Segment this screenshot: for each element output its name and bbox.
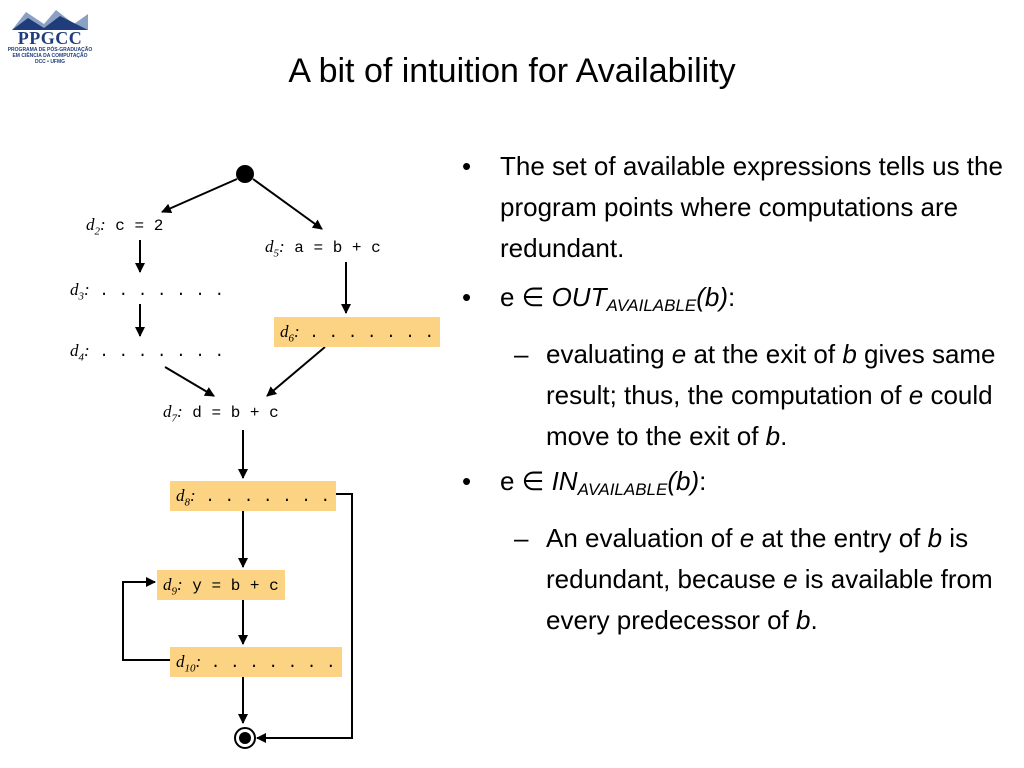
bullet-2-sub: – evaluating e at the exit of b gives sa…: [462, 334, 1018, 457]
node-d8-code: . . . . . . .: [205, 488, 331, 506]
node-d3: d3: . . . . . . .: [70, 280, 225, 303]
slide-title: A bit of intuition for Availability: [288, 52, 736, 90]
edge-d10-d9-loop: [122, 577, 170, 661]
edge-d4-d7: [164, 366, 215, 397]
dash-mark: –: [514, 339, 529, 369]
edge-d8-exit: [256, 493, 353, 743]
logo-line-2: EM CIÊNCIA DA COMPUTAÇÃO: [12, 53, 88, 59]
entry-node-icon: [236, 165, 254, 183]
node-d6: d6: . . . . . . .: [274, 317, 441, 347]
node-d7-code: d = b + c: [192, 404, 279, 422]
node-d7: d7: d = b + c: [163, 402, 279, 425]
edge-entry-d5: [252, 178, 323, 230]
logo-line-3: DCC • UFMG: [34, 59, 66, 65]
node-d9-code: y = b + c: [192, 577, 279, 595]
dash-mark: –: [514, 523, 529, 553]
bullet-3: • e ∈ INAVAILABLE(b):: [462, 461, 1018, 510]
node-d4-code: . . . . . . .: [99, 343, 225, 361]
ppgcc-logo: PPGCC PROGRAMA DE PÓS-GRADUAÇÃO EM CIÊNC…: [4, 6, 96, 66]
node-d4: d4: . . . . . . .: [70, 341, 225, 364]
bullet-mark: •: [462, 282, 472, 312]
node-d2-code: c = 2: [115, 217, 164, 235]
bullet-1-text: The set of available expressions tells u…: [500, 151, 1003, 263]
edge-entry-d2: [161, 178, 238, 213]
node-d9: d9: y = b + c: [157, 570, 285, 600]
node-d6-code: . . . . . . .: [309, 324, 435, 342]
bullet-mark: •: [462, 466, 472, 496]
logo-emblem-icon: [12, 10, 88, 30]
node-d10-code: . . . . . . .: [210, 654, 336, 672]
node-d2: d2: c = 2: [86, 215, 164, 238]
exit-node-icon: [234, 727, 256, 749]
node-d5-code: a = b + c: [294, 239, 381, 257]
edge-d6-d7: [266, 346, 326, 397]
node-d10: d10: . . . . . . .: [170, 647, 342, 677]
bullet-3-sub: – An evaluation of e at the entry of b i…: [462, 518, 1018, 641]
bullet-2: • e ∈ OUTAVAILABLE(b):: [462, 277, 1018, 326]
bullet-list: • The set of available expressions tells…: [462, 146, 1018, 645]
bullet-mark: •: [462, 151, 472, 181]
node-d3-code: . . . . . . .: [99, 282, 225, 300]
bullet-1: • The set of available expressions tells…: [462, 146, 1018, 269]
logo-line-1: PROGRAMA DE PÓS-GRADUAÇÃO: [7, 47, 93, 53]
logo-name: PPGCC: [17, 28, 83, 48]
node-d5: d5: a = b + c: [265, 237, 381, 260]
node-d8: d8: . . . . . . .: [170, 481, 337, 511]
